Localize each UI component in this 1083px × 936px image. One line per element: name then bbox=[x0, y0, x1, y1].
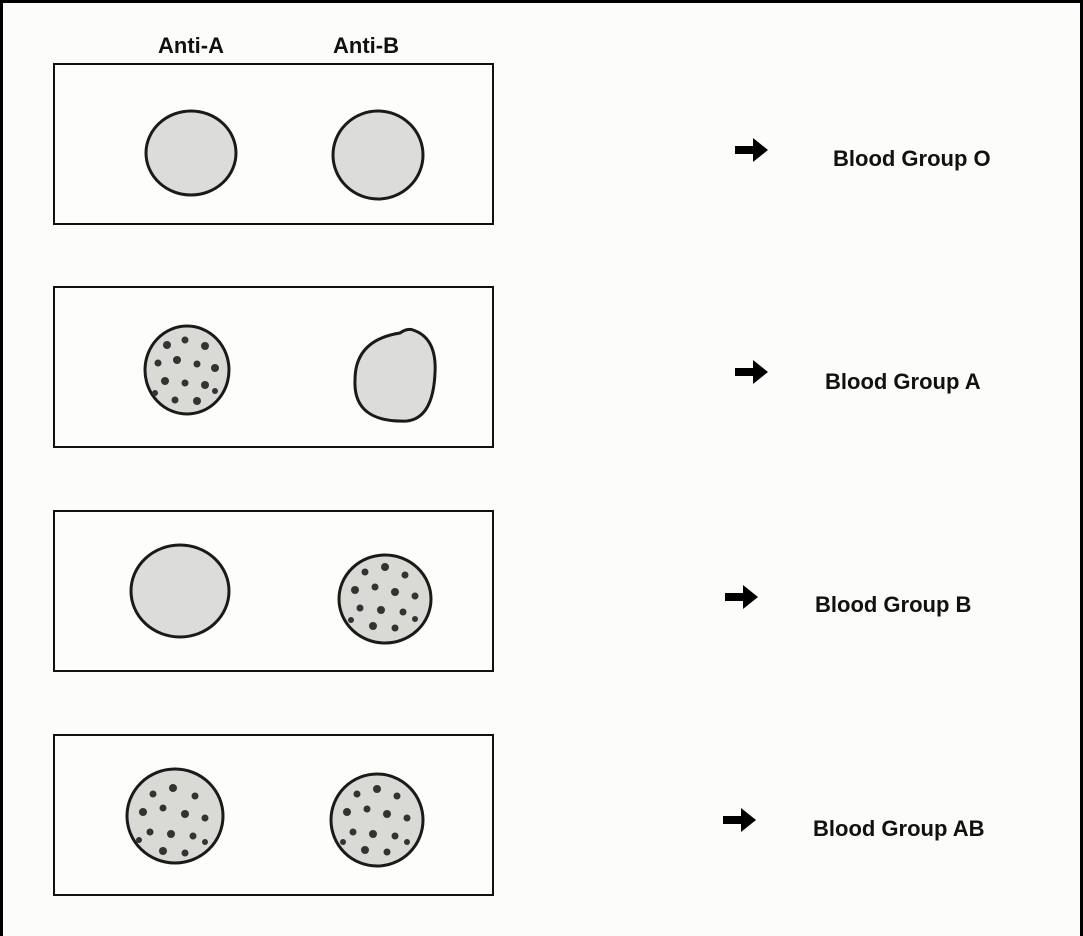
slide-row-4 bbox=[53, 734, 494, 896]
result-label: Blood Group B bbox=[815, 592, 971, 618]
drop-anti-b bbox=[333, 111, 423, 199]
result-label: Blood Group AB bbox=[813, 816, 985, 842]
drop-anti-a bbox=[131, 545, 229, 637]
slide-row-1 bbox=[53, 63, 494, 225]
column-label-anti-b: Anti-B bbox=[333, 33, 399, 59]
right-arrow-icon bbox=[735, 358, 769, 386]
slide-row-3 bbox=[53, 510, 494, 672]
right-arrow-icon bbox=[725, 583, 759, 611]
right-arrow-icon bbox=[735, 136, 769, 164]
result-label: Blood Group A bbox=[825, 369, 981, 395]
column-label-anti-a: Anti-A bbox=[158, 33, 224, 59]
result-label: Blood Group O bbox=[833, 146, 991, 172]
drop-anti-a bbox=[127, 769, 223, 863]
drop-anti-a bbox=[146, 111, 236, 195]
right-arrow-icon bbox=[723, 806, 757, 834]
slide-row-2 bbox=[53, 286, 494, 448]
drop-anti-b bbox=[355, 329, 435, 421]
